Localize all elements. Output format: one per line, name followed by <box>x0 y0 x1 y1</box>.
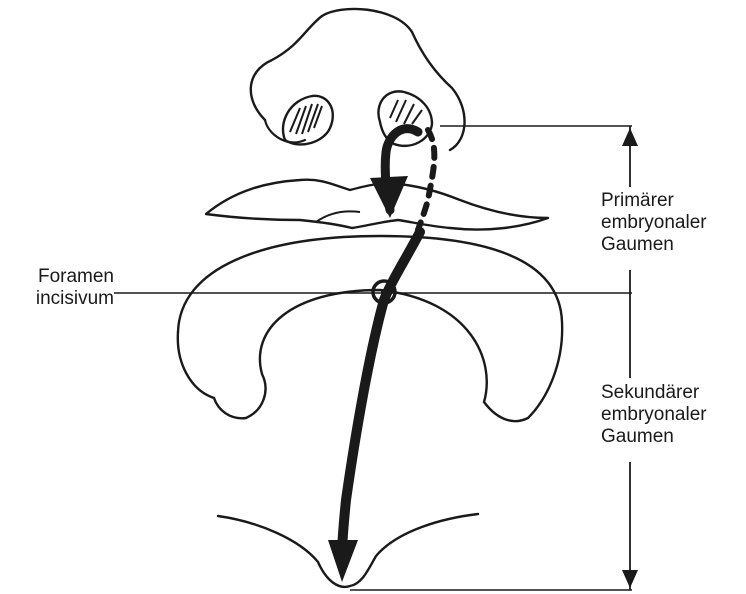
foramen-incisivum-label: Foramen incisivum <box>8 266 114 310</box>
secondary-label-line-1: Sekundärer <box>601 382 707 404</box>
secondary-down-arrow-icon <box>622 570 638 588</box>
primary-up-arrow-icon <box>622 128 638 146</box>
primary-label-line-2: embryonaler <box>601 212 707 234</box>
foramen-label-line-1: Foramen <box>8 266 114 288</box>
primary-arrowhead-icon <box>370 176 408 218</box>
lip-philtrum-line <box>316 211 360 222</box>
primary-label-line-3: Gaumen <box>601 234 707 256</box>
secondary-label-line-3: Gaumen <box>601 426 707 448</box>
secondary-label-line-2: embryonaler <box>601 404 707 426</box>
secondary-arrowhead-icon <box>328 540 358 582</box>
primary-label-line-1: Primärer <box>601 190 707 212</box>
secondary-palate-label: Sekundärer embryonaler Gaumen <box>601 382 707 448</box>
cleft-dashed-line <box>418 130 434 230</box>
upper-alveolar-arch <box>178 236 562 421</box>
foramen-label-line-2: incisivum <box>8 288 114 310</box>
left-nostril-icon <box>283 96 333 145</box>
primary-palate-label: Primärer embryonaler Gaumen <box>601 190 707 256</box>
arch-left-edge <box>178 332 214 398</box>
